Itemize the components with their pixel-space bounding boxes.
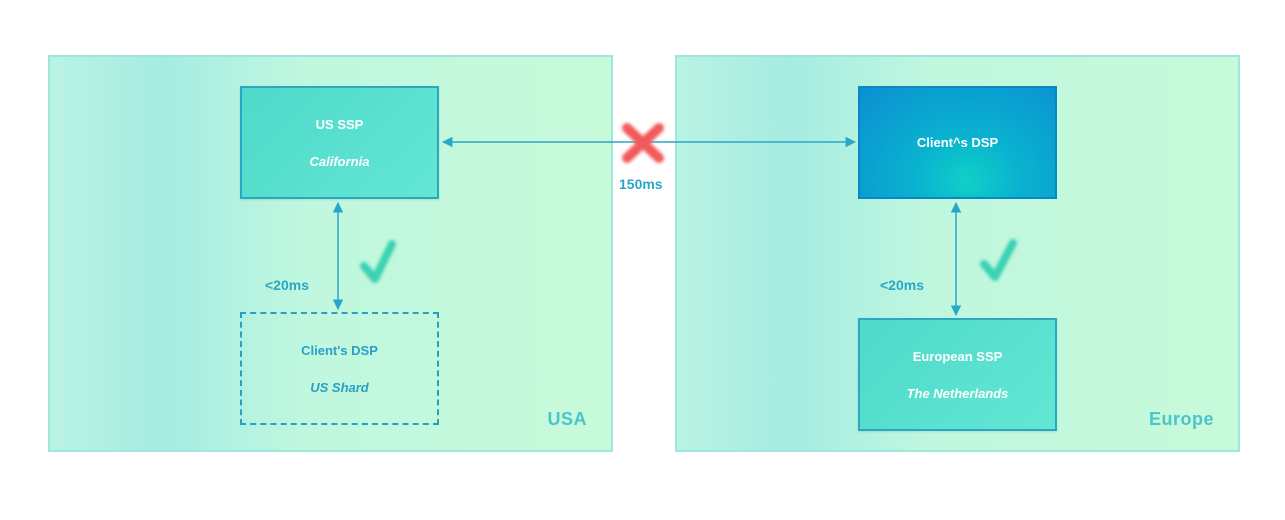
latency-usa: <20ms — [265, 277, 309, 293]
region-label-usa: USA — [547, 409, 587, 429]
cross-icon — [622, 123, 664, 163]
latency-cross-region: 150ms — [619, 176, 663, 192]
european-ssp-box: European SSP The Netherlands — [858, 318, 1057, 431]
check-icon-europe — [980, 239, 1017, 281]
check-icon-usa — [360, 240, 396, 283]
us-ssp-location: California — [309, 153, 370, 169]
us-ssp-title: US SSP — [315, 116, 364, 132]
client-dsp-eu-title: Client^s DSP — [916, 135, 999, 150]
latency-europe: <20ms — [880, 277, 924, 293]
region-label-europe: Europe — [1148, 409, 1214, 429]
client-dsp-us-location: US Shard — [310, 379, 369, 395]
european-ssp-location: The Netherlands — [906, 385, 1009, 401]
client-dsp-europe-box: Client^s DSP — [858, 86, 1057, 199]
client-dsp-us-title: Client's DSP — [301, 342, 378, 358]
client-dsp-us-shard-box: Client's DSP US Shard — [240, 312, 439, 425]
european-ssp-title: European SSP — [912, 348, 1003, 364]
us-ssp-box: US SSP California — [240, 86, 439, 199]
